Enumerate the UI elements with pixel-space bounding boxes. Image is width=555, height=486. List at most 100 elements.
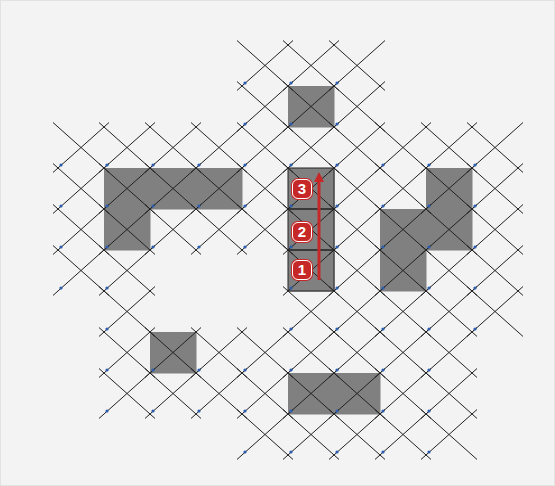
- grid-line: [421, 410, 477, 460]
- grid-dot: [427, 450, 430, 453]
- callout-number: 2: [292, 222, 312, 242]
- grid-dot: [289, 245, 292, 248]
- grid-line: [329, 410, 385, 460]
- grid-line: [283, 41, 339, 91]
- grid-dot: [151, 245, 154, 248]
- grid-line: [467, 287, 523, 337]
- grid-line: [283, 410, 339, 460]
- grid-dot: [427, 409, 430, 412]
- callout-number: 3: [292, 179, 312, 199]
- grid-line: [467, 205, 523, 255]
- grid-dot: [197, 409, 200, 412]
- grid-dot: [197, 368, 200, 371]
- grid-dot: [289, 81, 292, 84]
- callout-number: 1: [292, 260, 312, 280]
- grid-dot: [335, 122, 338, 125]
- grid-dot: [335, 204, 338, 207]
- grid-dot: [243, 450, 246, 453]
- grid-line: [99, 205, 155, 255]
- grid-dot: [105, 245, 108, 248]
- grid-dot: [335, 245, 338, 248]
- grid-line: [467, 246, 523, 296]
- grid-dot: [335, 81, 338, 84]
- grid-dot: [243, 81, 246, 84]
- grid-line: [467, 164, 523, 214]
- grid-dot: [289, 368, 292, 371]
- grid-dot: [427, 204, 430, 207]
- lattice: [53, 41, 523, 460]
- grid-dot: [243, 368, 246, 371]
- grid-line: [375, 410, 431, 460]
- grid-line: [283, 410, 339, 460]
- grid-dot: [289, 204, 292, 207]
- grid-dot: [243, 245, 246, 248]
- grid-line: [467, 205, 523, 255]
- grid-dot: [59, 286, 62, 289]
- grid-dot: [381, 245, 384, 248]
- grid-dot: [289, 409, 292, 412]
- grid-dot: [243, 163, 246, 166]
- grid-line: [467, 164, 523, 214]
- grid-dot: [335, 409, 338, 412]
- grid-dot: [335, 327, 338, 330]
- grid-line: [421, 328, 477, 378]
- grid-dot: [335, 368, 338, 371]
- grid-dot: [427, 245, 430, 248]
- grid-dot: [381, 163, 384, 166]
- grid-line: [467, 123, 523, 173]
- grid-dot: [151, 409, 154, 412]
- grid-line: [329, 41, 385, 91]
- grid-line: [145, 205, 201, 255]
- grid-dot: [427, 368, 430, 371]
- grid-dot: [473, 163, 476, 166]
- grid-dot: [105, 409, 108, 412]
- grid-line: [421, 328, 477, 378]
- grid-dot: [151, 368, 154, 371]
- grid-dot: [473, 286, 476, 289]
- grid-line: [237, 410, 293, 460]
- grid-dot: [151, 163, 154, 166]
- path-cell: [288, 250, 334, 291]
- path-cell: [288, 168, 334, 209]
- grid-dot: [243, 409, 246, 412]
- grid-dot: [59, 163, 62, 166]
- grid-dot: [289, 163, 292, 166]
- grid-line: [329, 410, 385, 460]
- grid-line: [99, 246, 155, 296]
- grid-line: [421, 287, 477, 337]
- grid-dot: [59, 204, 62, 207]
- grid-dot: [381, 409, 384, 412]
- grid-dot: [381, 204, 384, 207]
- arrow-head: [314, 172, 324, 182]
- grid-dot: [289, 286, 292, 289]
- grid-dot: [151, 204, 154, 207]
- grid-dot: [381, 327, 384, 330]
- grid-dot: [381, 368, 384, 371]
- grid-dot: [105, 204, 108, 207]
- grid-dot: [59, 245, 62, 248]
- grid-line: [237, 41, 293, 91]
- grid-dot: [473, 204, 476, 207]
- grid-line: [421, 287, 477, 337]
- grid-line: [99, 205, 155, 255]
- grid-line: [191, 205, 247, 255]
- grid-dot: [197, 245, 200, 248]
- grid-dot: [427, 286, 430, 289]
- grid-line: [467, 287, 523, 337]
- grid-dot: [335, 163, 338, 166]
- lattice-dots: [59, 81, 476, 453]
- grid-dot: [289, 450, 292, 453]
- grid-dot: [473, 327, 476, 330]
- grid-line: [283, 41, 339, 91]
- grid-line: [421, 369, 477, 419]
- grid-line: [191, 205, 247, 255]
- grid-dot: [197, 204, 200, 207]
- grid-dot: [335, 286, 338, 289]
- grid-line: [99, 369, 155, 419]
- grid-dot: [289, 327, 292, 330]
- grid-dot: [289, 122, 292, 125]
- grid-dot: [197, 163, 200, 166]
- grid-dot: [105, 368, 108, 371]
- grid-dot: [381, 286, 384, 289]
